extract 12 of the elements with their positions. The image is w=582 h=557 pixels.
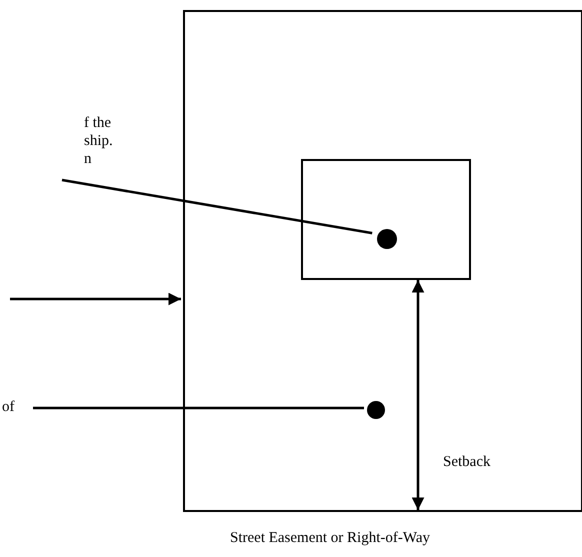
leader-line <box>62 178 372 234</box>
arrow <box>10 292 181 306</box>
dot-marker <box>377 229 397 249</box>
lot-boundary <box>183 10 582 512</box>
callout-text: f the ship. n <box>60 114 122 180</box>
leader-line <box>33 406 364 410</box>
street-label: Street Easement or Right-of-Way <box>230 530 430 547</box>
building-outline <box>301 159 471 280</box>
edge-label: Setback <box>443 454 490 471</box>
dot-marker <box>367 401 385 419</box>
callout-text: of <box>2 398 33 418</box>
double-arrow <box>412 280 424 510</box>
